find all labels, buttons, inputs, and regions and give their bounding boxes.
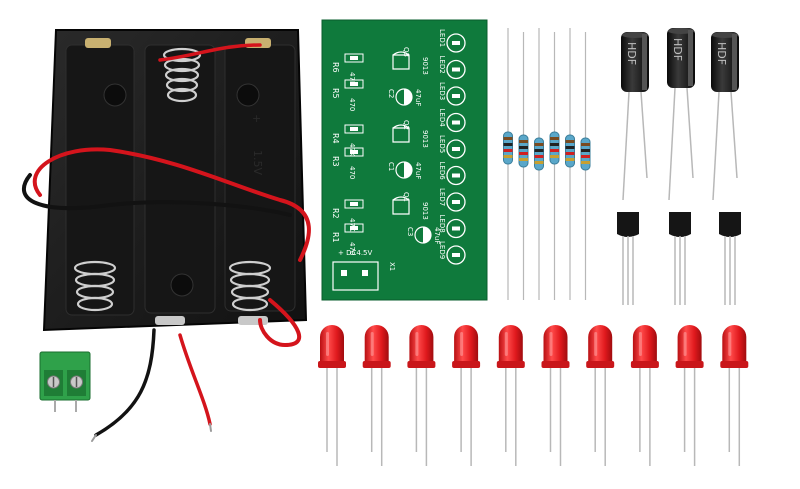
pcb-resistor-footprint [344, 223, 364, 233]
resistor-group [503, 28, 591, 300]
pcb-board: R647KR5470R447KR3470R247KR1470Q39013Q290… [321, 19, 488, 301]
pcb-resistor-value: 470 [348, 242, 356, 255]
pcb-resistor-value: 470 [348, 166, 356, 179]
holder-voltage-label: 1.5V [251, 150, 264, 175]
resistor [518, 32, 529, 300]
pcb-led-footprint [446, 59, 466, 80]
red-led [541, 325, 570, 466]
pcb-transistor-footprint [392, 51, 410, 70]
spring-bottom-left [73, 260, 117, 312]
pcb-capacitor-value: 47uF [414, 89, 422, 106]
pcb-label-led-6: LED6 [438, 162, 446, 181]
led-group [318, 325, 749, 466]
pcb-resistor-value: 470 [348, 98, 356, 111]
pcb-led-footprint [446, 245, 466, 265]
pcb-label-c1: C1 [387, 162, 395, 171]
svg-text:+: + [252, 112, 261, 125]
pcb-label-q2: Q2 [402, 120, 410, 130]
pcb-label-led-8: LED8 [438, 215, 446, 233]
pcb-label-r1: R1 [331, 232, 340, 243]
transistor-group [617, 212, 741, 305]
pcb-transistor-footprint [392, 124, 410, 143]
pcb-transistor-part: 9013 [421, 202, 429, 220]
pcb-label-led-5: LED5 [438, 135, 446, 153]
pcb-led-footprint [446, 139, 466, 159]
pcb-transistor-footprint [392, 196, 410, 215]
pcb-led-footprint [446, 192, 466, 212]
pcb-resistor-footprint [344, 147, 364, 157]
pcb-label-led-9: LED9 [438, 241, 446, 259]
pcb-label-led-1: LED1 [438, 29, 446, 47]
red-led [496, 325, 525, 466]
pcb-transistor-part: 9013 [421, 57, 429, 75]
transistor [617, 212, 639, 305]
pcb-capacitor-value: 47uF [414, 162, 422, 179]
pcb-resistor-value: 47K [348, 218, 356, 232]
pcb-led-footprint [446, 86, 466, 106]
pcb-label-led-3: LED3 [438, 82, 446, 100]
battery-holder: 1.5V + [42, 29, 308, 332]
pcb-label-q1: Q1 [402, 192, 410, 202]
pcb-label-r6: R6 [331, 62, 340, 73]
pcb-label-x1: X1 [388, 262, 396, 271]
resistor [565, 28, 575, 300]
pcb-label-c3: C3 [406, 227, 414, 236]
pcb-label-c2: C2 [387, 89, 395, 98]
pcb-resistor-footprint [344, 199, 364, 209]
pcb-label-led-2: LED2 [438, 56, 446, 74]
pcb-label-r3: R3 [331, 156, 340, 167]
pcb-led-footprint [446, 165, 466, 186]
red-led [720, 325, 749, 466]
red-led [318, 325, 346, 466]
red-led [362, 325, 391, 466]
pcb-transistor-part: 9013 [421, 130, 429, 148]
pcb-capacitor-value: 47uF [433, 227, 441, 244]
pcb-led-footprint [446, 33, 466, 53]
red-led [630, 325, 659, 466]
electrolytic-capacitor: HDF [667, 28, 695, 201]
pcb-label-q3: Q3 [402, 47, 410, 57]
transistor [719, 212, 741, 305]
spring-top-middle [162, 47, 202, 103]
pcb-resistor-footprint [344, 53, 364, 63]
pcb-resistor-footprint [344, 79, 364, 89]
red-led [586, 325, 615, 466]
resistor [503, 28, 513, 300]
red-led [675, 325, 704, 466]
electrolytic-capacitor: HDF [621, 32, 649, 201]
pcb-label-led-7: LED7 [438, 188, 446, 206]
capacitor-brand-label: HDF [625, 42, 638, 65]
pcb-resistor-footprint [344, 124, 364, 134]
red-led [407, 325, 436, 466]
resistor [549, 32, 560, 300]
pcb-led-footprint [446, 218, 466, 239]
battery-wires [22, 43, 311, 442]
screw-terminal-block [39, 351, 91, 412]
pcb-resistor-value: 47K [348, 143, 356, 157]
pcb-connector-footprint [332, 261, 379, 291]
transistor [669, 212, 691, 305]
capacitor-group: HDF HDF HDF [621, 28, 739, 201]
red-led [452, 325, 481, 466]
spring-bottom-right [228, 260, 272, 312]
electrolytic-capacitor: HDF [711, 32, 739, 201]
pcb-label-led-4: LED4 [438, 109, 446, 128]
pcb-led-footprint [446, 112, 466, 133]
resistor [534, 28, 544, 300]
pcb-label-r5: R5 [331, 88, 340, 99]
pcb-label-r4: R4 [331, 133, 340, 144]
resistor [580, 32, 591, 300]
capacitor-brand-label: HDF [671, 38, 684, 61]
pcb-resistor-value: 47K [348, 72, 356, 86]
pcb-label-r2: R2 [331, 208, 340, 219]
pcb-power-label: + DC4.5V [338, 249, 373, 257]
capacitor-brand-label: HDF [715, 42, 728, 65]
